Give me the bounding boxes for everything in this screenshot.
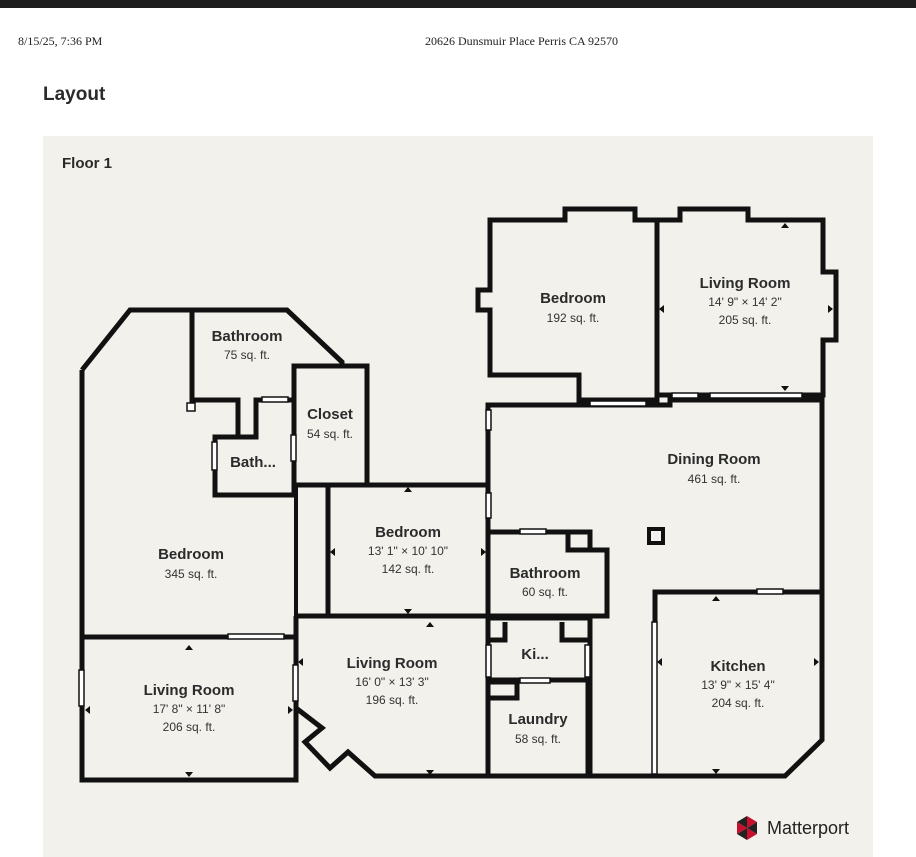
room-name: Bedroom bbox=[540, 290, 606, 307]
room-area: 205 sq. ft. bbox=[719, 313, 772, 327]
page-title: Layout bbox=[43, 84, 106, 105]
doors bbox=[78, 392, 803, 775]
room-area: 142 sq. ft. bbox=[382, 562, 435, 576]
top-bar bbox=[0, 0, 916, 8]
room-bathroom-middle[interactable]: Bathroom 60 sq. ft. bbox=[510, 565, 581, 599]
room-bedroom-left[interactable]: Bedroom 345 sq. ft. bbox=[158, 546, 224, 581]
room-closet[interactable]: Closet 54 sq. ft. bbox=[307, 406, 353, 441]
room-dims: 16' 0" × 13' 3" bbox=[355, 675, 429, 689]
room-name: Dining Room bbox=[667, 451, 760, 468]
print-datetime: 8/15/25, 7:36 PM bbox=[18, 34, 103, 48]
room-name: Closet bbox=[307, 406, 353, 423]
room-name: Laundry bbox=[508, 711, 568, 728]
room-area: 60 sq. ft. bbox=[522, 585, 568, 599]
room-name: Kitchen bbox=[710, 658, 765, 675]
room-name: Living Room bbox=[347, 655, 438, 672]
room-area: 196 sq. ft. bbox=[366, 693, 419, 707]
property-address: 20626 Dunsmuir Place Perris CA 92570 bbox=[425, 34, 618, 48]
brand-name: Matterport bbox=[767, 817, 850, 838]
room-name: Living Room bbox=[144, 682, 235, 699]
room-area: 58 sq. ft. bbox=[515, 732, 561, 746]
room-dims: 13' 1" × 10' 10" bbox=[368, 544, 448, 558]
room-area: 192 sq. ft. bbox=[547, 311, 600, 325]
room-bathroom-top-left[interactable]: Bathroom 75 sq. ft. bbox=[212, 328, 283, 362]
room-name: Bathroom bbox=[212, 328, 283, 345]
room-area: 206 sq. ft. bbox=[163, 720, 216, 734]
matterport-brand: Matterport bbox=[733, 814, 849, 842]
room-laundry[interactable]: Laundry 58 sq. ft. bbox=[508, 711, 568, 746]
dimension-markers bbox=[85, 223, 833, 777]
room-name: Bath... bbox=[230, 454, 276, 471]
room-labels: Bedroom 192 sq. ft. Living Room 14' 9" ×… bbox=[144, 275, 791, 746]
room-dims: 14' 9" × 14' 2" bbox=[708, 295, 782, 309]
floorplan-panel bbox=[43, 136, 873, 857]
room-area: 54 sq. ft. bbox=[307, 427, 353, 441]
room-bath-small[interactable]: Bath... bbox=[230, 454, 276, 471]
room-name: Bedroom bbox=[158, 546, 224, 563]
room-dims: 13' 9" × 15' 4" bbox=[701, 678, 775, 692]
room-kitchen-small[interactable]: Ki... bbox=[521, 646, 549, 663]
room-living-room-bottom-middle[interactable]: Living Room 16' 0" × 13' 3" 196 sq. ft. bbox=[347, 655, 438, 707]
room-name: Bathroom bbox=[510, 565, 581, 582]
room-kitchen[interactable]: Kitchen 13' 9" × 15' 4" 204 sq. ft. bbox=[701, 658, 775, 710]
room-living-room-top-right[interactable]: Living Room 14' 9" × 14' 2" 205 sq. ft. bbox=[700, 275, 791, 327]
room-bedroom-middle[interactable]: Bedroom 13' 1" × 10' 10" 142 sq. ft. bbox=[368, 524, 448, 576]
matterport-logo-icon bbox=[737, 816, 757, 840]
room-name: Ki... bbox=[521, 646, 549, 663]
room-area: 345 sq. ft. bbox=[165, 567, 218, 581]
room-area: 75 sq. ft. bbox=[224, 348, 270, 362]
floor-label: Floor 1 bbox=[62, 155, 113, 172]
room-area: 204 sq. ft. bbox=[712, 696, 765, 710]
room-living-room-bottom-left[interactable]: Living Room 17' 8" × 11' 8" 206 sq. ft. bbox=[144, 682, 235, 734]
room-area: 461 sq. ft. bbox=[688, 472, 741, 486]
walls bbox=[79, 206, 839, 783]
room-dims: 17' 8" × 11' 8" bbox=[153, 702, 226, 716]
room-dining-room[interactable]: Dining Room 461 sq. ft. bbox=[667, 451, 760, 486]
room-name: Living Room bbox=[700, 275, 791, 292]
room-name: Bedroom bbox=[375, 524, 441, 541]
room-bedroom-top[interactable]: Bedroom 192 sq. ft. bbox=[540, 290, 606, 325]
